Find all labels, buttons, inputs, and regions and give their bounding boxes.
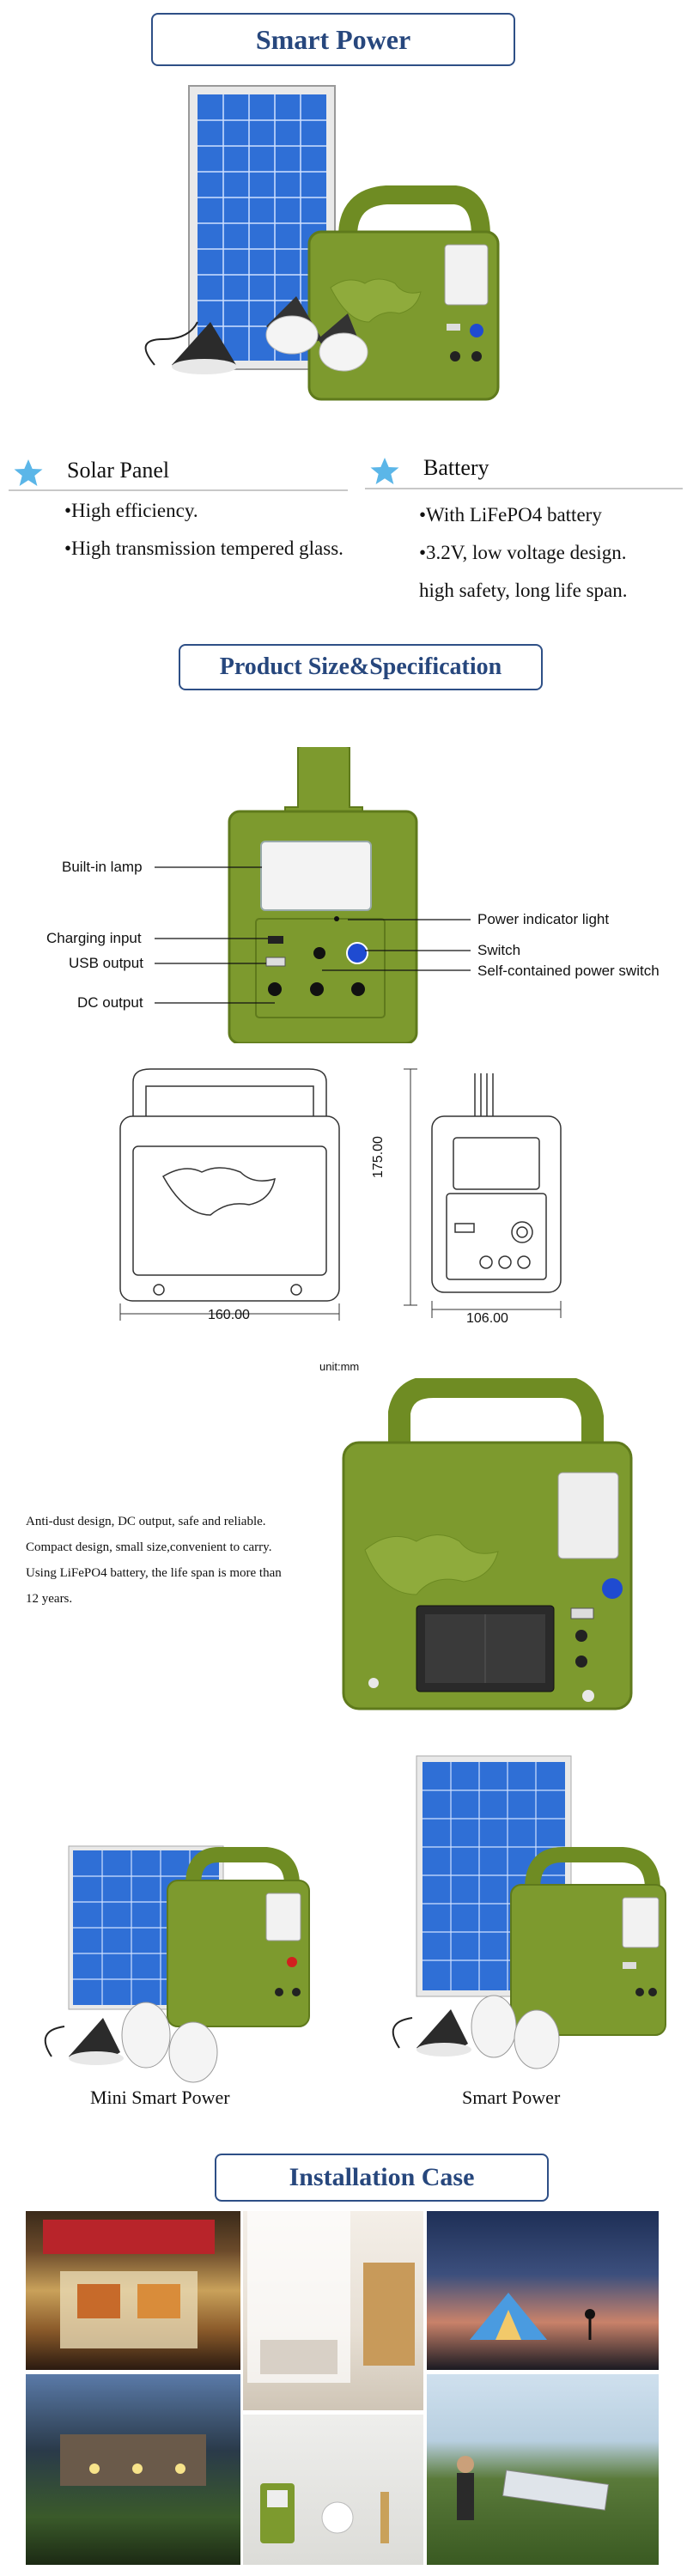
front-view-diagram xyxy=(225,747,423,1043)
side-view-drawing xyxy=(116,1065,344,1322)
photo-field-solar xyxy=(427,2374,659,2565)
description-line-3: Using LiFePO4 battery, the life span is … xyxy=(26,1566,282,1580)
battery-feature-2: •3.2V, low voltage design. xyxy=(419,542,627,563)
photo-camping-tent xyxy=(427,2211,659,2370)
description-line-1: Anti-dust design, DC output, safe and re… xyxy=(26,1515,266,1528)
depth-dimension: 106.00 xyxy=(466,1311,508,1326)
usb-output-label: USB output xyxy=(69,955,143,971)
description-line-2: Compact design, small size,convenient to… xyxy=(26,1540,272,1554)
star-icon xyxy=(13,458,44,489)
battery-title: Battery xyxy=(423,455,489,480)
description-text: Anti-dust design, DC output, safe and re… xyxy=(26,1509,282,1612)
built-in-lamp-label: Built-in lamp xyxy=(62,859,143,875)
front-view-drawing xyxy=(393,1065,565,1322)
photo-living-room xyxy=(243,2211,423,2410)
solar-panel-title: Solar Panel xyxy=(67,458,170,483)
hero-product-image xyxy=(129,82,515,442)
photo-garden-house xyxy=(26,2374,240,2565)
height-dimension: 175.00 xyxy=(371,1136,386,1178)
width-dimension: 160.00 xyxy=(208,1308,250,1322)
solar-panel-divider xyxy=(9,489,348,491)
battery-feature-1: •With LiFePO4 battery xyxy=(419,504,602,526)
spec-title: Product Size&Specification xyxy=(179,644,543,690)
star-icon xyxy=(369,456,400,487)
mini-smart-power-image xyxy=(34,1842,326,2099)
photo-food-stall xyxy=(26,2211,240,2370)
unit-label: unit:mm xyxy=(319,1360,360,1373)
battery-feature-3: high safety, long life span. xyxy=(419,580,628,601)
installation-title: Installation Case xyxy=(215,2154,549,2202)
switch-label: Switch xyxy=(477,942,521,958)
description-line-4: 12 years. xyxy=(26,1592,73,1606)
solar-feature-1: •High efficiency. xyxy=(64,500,198,521)
solar-feature-2: •High transmission tempered glass. xyxy=(64,538,344,559)
battery-cutaway-image xyxy=(339,1378,635,1717)
photo-desk-setup xyxy=(243,2415,423,2565)
smart-power-image xyxy=(378,1752,674,2078)
power-indicator-label: Power indicator light xyxy=(477,911,610,927)
smart-power-title: Smart Power xyxy=(151,13,515,66)
mini-smart-power-label: Mini Smart Power xyxy=(90,2087,230,2108)
charging-input-label: Charging input xyxy=(46,930,142,946)
callout-lines xyxy=(0,841,687,1013)
smart-power-label: Smart Power xyxy=(462,2087,561,2108)
self-contained-switch-label: Self-contained power switch xyxy=(477,963,660,979)
dc-output-label: DC output xyxy=(77,994,143,1011)
battery-divider xyxy=(365,488,683,489)
